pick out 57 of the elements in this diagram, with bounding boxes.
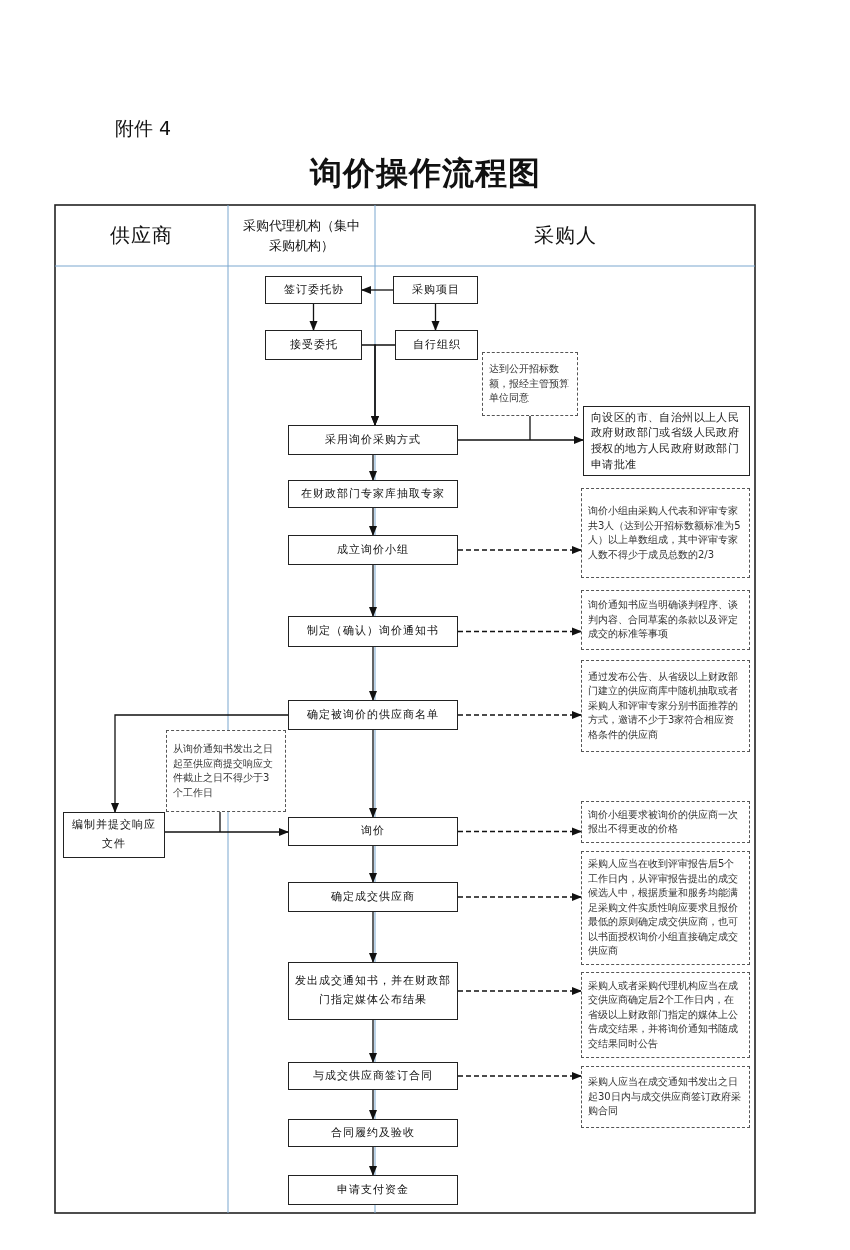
arrow: [369, 454, 377, 481]
note-box: 询价小组要求被询价的供应商一次报出不得更改的价格: [581, 801, 750, 843]
attachment-label: 附件 4: [115, 116, 172, 141]
approval-box: 向设区的市、自治州以上人民政府财政部门或省级人民政府授权的地方人民政府财政部门申请批准: [583, 406, 750, 476]
lane-header: 供应商: [55, 205, 228, 266]
note-box: 采购人应当在收到评审报告后5个工作日内，从评审报告提出的成交候选人中，根据质量和服务均能满足采购文件实质性响应要求且报价最低的原则确定成交供应商，也可以书面授权询价小组直接确定成交供应商: [581, 851, 750, 965]
arrow: [309, 303, 318, 331]
process-box: 签订委托协: [265, 276, 362, 304]
note-box: 通过发布公告、从省级以上财政部门建立的供应商库中随机抽取或者采购人和评审专家分别书面推荐的方式，邀请不少于3家符合相应资格条件的供应商: [581, 660, 750, 752]
lane-header: 采购人: [375, 205, 755, 266]
note-box: 采购人或者采购代理机构应当在成交供应商确定后2个工作日内，在省级以上财政部门指定的媒体上公告成交结果，并将询价通知书随成交结果同时公告: [581, 972, 750, 1058]
process-box: 接受委托: [265, 330, 362, 360]
arrow: [457, 627, 582, 636]
arrow: [371, 344, 396, 426]
arrow: [457, 436, 584, 444]
process-box: 成立询价小组: [288, 535, 458, 565]
arrow: [369, 564, 377, 617]
note-box: 采购人应当在成交通知书发出之日起30日内与成交供应商签订政府采购合同: [581, 1066, 750, 1128]
arrow: [457, 987, 582, 995]
note-box: 从询价通知书发出之日起至供应商提交响应文件截止之日不得少于3个工作日: [166, 730, 286, 812]
process-box: 确定成交供应商: [288, 882, 458, 912]
process-box: 与成交供应商签订合同: [288, 1062, 458, 1090]
note-box: 询价小组由采购人代表和评审专家共3人（达到公开招标数额标准为5人）以上单数组成，其中评审专家人数不得少于成员总数的2/3: [581, 488, 750, 578]
note-box: 询价通知书应当明确谈判程序、谈判内容、合同草案的条款以及评定成交的标准等事项: [581, 590, 750, 650]
arrow: [457, 893, 582, 901]
note-box: 达到公开招标数额，报经主管预算单位同意: [482, 352, 578, 416]
arrow: [431, 303, 440, 331]
arrow: [457, 827, 582, 836]
arrow: [369, 845, 377, 883]
process-box: 自行组织: [395, 330, 478, 360]
process-box: 采购项目: [393, 276, 478, 304]
process-box: 编制并提交响应文件: [63, 812, 165, 858]
process-box: 申请支付资金: [288, 1175, 458, 1205]
process-box: 确定被询价的供应商名单: [288, 700, 458, 730]
leader-line: [529, 415, 531, 441]
arrow: [369, 646, 377, 701]
process-box: 询价: [288, 817, 458, 846]
arrow: [369, 729, 377, 818]
arrow: [164, 828, 289, 836]
arrow: [111, 714, 289, 813]
arrow: [369, 911, 377, 963]
arrow: [361, 286, 394, 294]
process-box: 发出成交通知书，并在财政部门指定媒体公布结果: [288, 962, 458, 1020]
arrow: [369, 1089, 377, 1120]
process-box: 采用询价采购方式: [288, 425, 458, 455]
arrow: [369, 1146, 377, 1176]
process-box: 在财政部门专家库抽取专家: [288, 480, 458, 508]
arrow: [369, 507, 377, 536]
process-box: 制定（确认）询价通知书: [288, 616, 458, 647]
arrow: [457, 1072, 582, 1080]
process-box: 合同履约及验收: [288, 1119, 458, 1147]
arrow: [457, 711, 582, 719]
arrow: [457, 546, 582, 554]
arrow: [369, 1019, 377, 1063]
leader-line: [219, 811, 221, 833]
title: 询价操作流程图: [308, 153, 542, 194]
lane-header: 采购代理机构（集中采购机构）: [228, 205, 375, 266]
